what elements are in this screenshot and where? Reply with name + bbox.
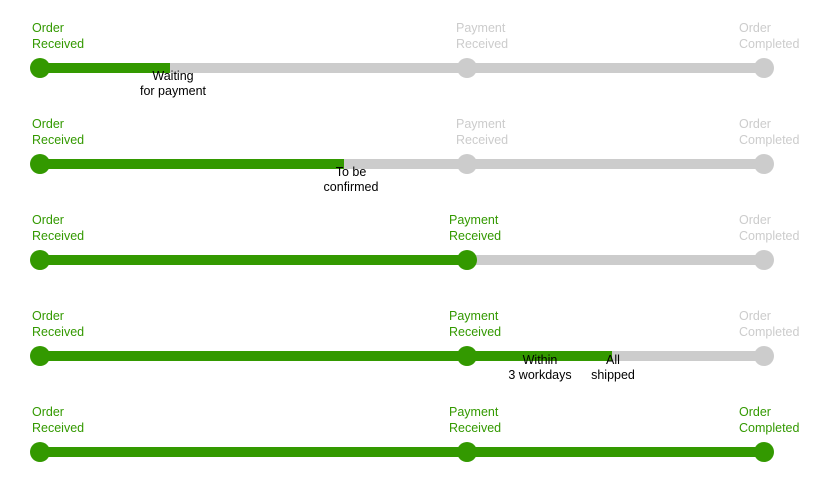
- stage-label-line1: Order: [32, 213, 64, 227]
- stage-label-line2: Received: [449, 421, 502, 435]
- stage-label-line1: Payment: [449, 309, 499, 323]
- progress-track: [40, 159, 764, 169]
- stage-label-line2: Completed: [739, 229, 800, 243]
- progress-track: [40, 63, 764, 73]
- status-note-line1: Within: [522, 353, 558, 367]
- stage-label-line1: Order: [739, 117, 771, 131]
- stage-dot: [30, 346, 50, 366]
- stage-label-line2: Received: [456, 37, 509, 51]
- stage-label-line2: Received: [32, 325, 85, 339]
- status-note-line2: confirmed: [323, 180, 379, 194]
- stage-dot: [457, 250, 477, 270]
- status-note-line2: shipped: [591, 368, 635, 382]
- stage-dot: [30, 442, 50, 462]
- stage-label-line2: Completed: [739, 325, 800, 339]
- stage-dot: [30, 154, 50, 174]
- stage-label-line1: Payment: [456, 117, 506, 131]
- stage-label-line2: Received: [456, 133, 509, 147]
- stage-label-line1: Payment: [449, 405, 499, 419]
- stage-dot: [754, 58, 774, 78]
- stage-label-line1: Order: [739, 309, 771, 323]
- stage-label-line1: Payment: [456, 21, 506, 35]
- stage-dot: [754, 250, 774, 270]
- progress-fill: [40, 447, 764, 457]
- stage-label-line1: Order: [739, 21, 771, 35]
- progress-fill: [40, 351, 612, 361]
- stage-dot: [457, 346, 477, 366]
- stage-label-line1: Order: [739, 405, 771, 419]
- status-note-line1: To be: [335, 165, 367, 179]
- stage-label-line1: Payment: [449, 213, 499, 227]
- stage-dot: [30, 58, 50, 78]
- stage-dot: [457, 154, 477, 174]
- stage-label-line2: Received: [449, 325, 502, 339]
- stage-label-line2: Completed: [739, 421, 800, 435]
- stage-label-line2: Received: [32, 133, 85, 147]
- stage-label-line1: Order: [32, 117, 64, 131]
- stage-label-line1: Order: [32, 405, 64, 419]
- stage-dot: [754, 442, 774, 462]
- stage-label-line2: Completed: [739, 37, 800, 51]
- stage-label-line2: Received: [32, 37, 85, 51]
- status-note-line1: All: [606, 353, 620, 367]
- stage-label-line1: Order: [739, 213, 771, 227]
- stage-label-line2: Received: [32, 229, 85, 243]
- stage-dot: [457, 58, 477, 78]
- status-note-line1: Waiting: [152, 69, 194, 83]
- stage-label-line2: Received: [449, 229, 502, 243]
- stage-label-line2: Received: [32, 421, 85, 435]
- stage-label-line1: Order: [32, 21, 64, 35]
- stage-label-line1: Order: [32, 309, 64, 323]
- stage-label-line2: Completed: [739, 133, 800, 147]
- stage-dot: [30, 250, 50, 270]
- stage-dot: [754, 346, 774, 366]
- progress-fill: [40, 159, 345, 169]
- status-note-line2: 3 workdays: [508, 368, 572, 382]
- progress-fill: [40, 255, 468, 265]
- stage-dot: [457, 442, 477, 462]
- progress-fill: [40, 63, 171, 73]
- stage-dot: [754, 154, 774, 174]
- status-note-line2: for payment: [139, 84, 206, 98]
